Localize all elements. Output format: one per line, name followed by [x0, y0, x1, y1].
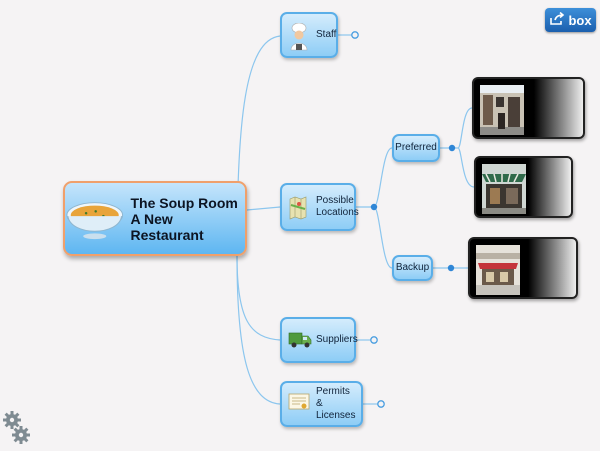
building-photo [480, 85, 524, 135]
photo-node-preferred-2[interactable] [474, 156, 573, 218]
node-label: Staff [316, 29, 337, 40]
junction-locations [370, 203, 378, 211]
collapse-handle-permits [377, 400, 385, 408]
node-backup[interactable]: Backup [392, 255, 433, 281]
node-staff[interactable]: Staff [280, 12, 338, 58]
street-photo [476, 245, 520, 295]
box-label: box [568, 12, 592, 28]
soup-bowl-icon [66, 201, 124, 239]
central-topic-title: The Soup Room A New Restaurant [130, 194, 238, 243]
storefront-photo [482, 164, 526, 214]
node-label: Preferred [395, 142, 437, 153]
photo-node-backup[interactable] [468, 237, 578, 299]
node-preferred[interactable]: Preferred [392, 134, 440, 162]
node-suppliers[interactable]: Suppliers [280, 317, 358, 363]
collapse-handle-staff [351, 31, 359, 39]
collapse-handle-suppliers [370, 336, 378, 344]
photo-node-preferred-1[interactable] [472, 77, 585, 139]
junction-backup [447, 264, 455, 272]
central-topic[interactable]: The Soup Room A New Restaurant [63, 181, 247, 256]
node-label: Suppliers [316, 334, 358, 345]
gears-icon[interactable] [3, 410, 31, 451]
junction-preferred [448, 144, 456, 152]
node-permits-licenses[interactable]: Permits & Licenses [280, 381, 363, 427]
map-icon [288, 195, 310, 220]
node-possible-locations[interactable]: Possible Locations [280, 183, 359, 231]
node-label: Possible Locations [316, 195, 359, 218]
box-share-button[interactable]: box [545, 8, 596, 32]
share-arrow-icon [549, 11, 565, 29]
node-label: Permits & Licenses [316, 386, 356, 421]
certificate-icon [288, 392, 310, 416]
truck-icon [288, 328, 312, 352]
chef-icon [288, 22, 310, 51]
node-label: Backup [395, 262, 430, 273]
